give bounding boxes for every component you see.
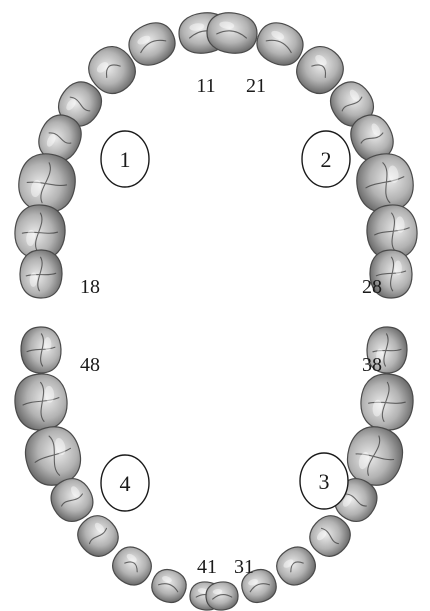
quadrant-1-marker: 1 bbox=[101, 131, 149, 187]
tooth-label-48: 48 bbox=[80, 354, 100, 376]
tooth-42 bbox=[148, 565, 191, 607]
quadrant-2-marker: 2 bbox=[302, 131, 350, 187]
quadrant-4-marker: 4 bbox=[101, 455, 149, 511]
upper-arch bbox=[13, 10, 420, 299]
tooth-37 bbox=[359, 372, 416, 432]
tooth-47 bbox=[13, 372, 70, 432]
tooth-48 bbox=[20, 326, 62, 373]
tooth-label-11: 11 bbox=[196, 75, 215, 97]
tooth-label-28: 28 bbox=[362, 276, 382, 298]
quadrant-1-label: 1 bbox=[120, 147, 131, 172]
tooth-label-38: 38 bbox=[362, 354, 382, 376]
quadrant-4-label: 4 bbox=[120, 471, 131, 496]
tooth-18 bbox=[19, 249, 63, 298]
quadrant-3-marker: 3 bbox=[300, 453, 348, 509]
tooth-label-18: 18 bbox=[80, 276, 100, 298]
tooth-label-31: 31 bbox=[234, 556, 254, 578]
quadrant-2-label: 2 bbox=[321, 147, 332, 172]
tooth-label-21: 21 bbox=[246, 75, 266, 97]
tooth-label-41: 41 bbox=[197, 556, 217, 578]
quadrant-3-label: 3 bbox=[319, 469, 330, 494]
